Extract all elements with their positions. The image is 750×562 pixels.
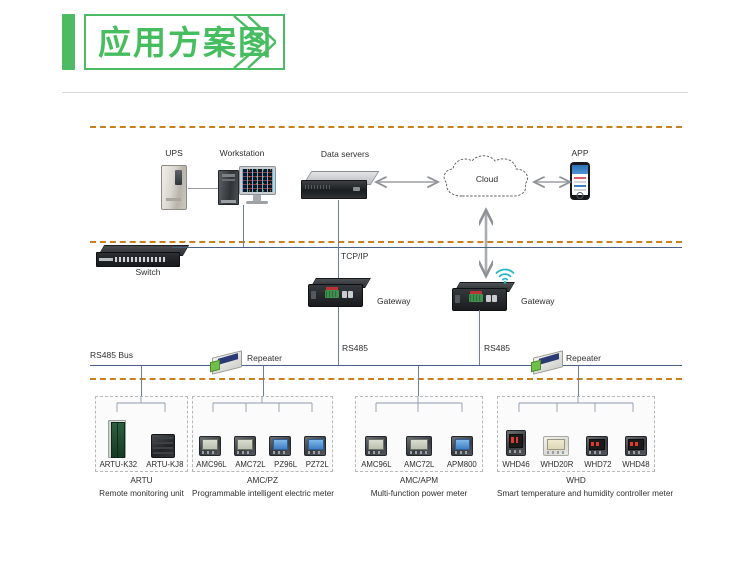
ups-workstation-link [188,188,218,189]
device-artu-kj8 [151,434,176,458]
group-drop-amcpz [263,366,264,396]
gateway-left-device [308,278,371,307]
title-text: 应用方案图 [98,22,273,62]
app-label: APP [571,148,589,158]
device-artu-k32 [107,420,126,458]
title-chevron-icon [233,15,276,69]
repeater-right-device [530,350,564,375]
device-label: ARTU-KJ8 [146,460,184,469]
layer-divider-mid [90,241,682,243]
amcapm-branch-lines [375,396,463,412]
device-label: ARTU-K32 [99,460,138,469]
device-apm800 [451,436,474,456]
rs485-bus-line [90,365,682,366]
tcpip-bus-line [172,247,682,248]
cloud-app-arrow [530,174,574,190]
cloud-shape: Cloud [443,155,528,197]
repeater-left-device [209,350,243,375]
device-group-amc-apm: AMC96L AMC72L APM800 AMC/APM Multi-funct… [355,396,483,506]
rs485-label-mid: RS485 [342,343,368,353]
ups-label: UPS [165,148,183,158]
device-group-whd: WHD46 WHD20R WHD72 WHD48 WHD Smart tempe… [497,396,674,506]
whd-branch-lines [518,396,634,412]
device-amc96l [198,436,221,456]
layer-divider-top [90,126,682,128]
ups-device [161,165,187,210]
device-label: AMC96L [196,460,227,469]
cloud-gateway-arrow [479,206,493,280]
page-title: 应用方案图 [62,14,285,70]
device-label: WHD46 [502,460,530,469]
gateway-right-rs485-drop [479,310,480,365]
device-label: WHD48 [622,460,650,469]
device-amc96l [364,436,387,456]
device-amc72l [233,436,256,456]
device-group-artu: ARTU-K32 ARTU-KJ8 ARTU Remote monitoring… [95,396,188,506]
group-desc-amc-pz: Programmable intelligent electric meter [192,489,334,498]
title-divider [62,92,688,93]
workstation-label: Workstation [219,148,265,158]
group-desc-amc-apm: Multi-function power meter [370,489,468,498]
smartphone-app-device [570,162,590,200]
gateway-right-device [452,282,515,311]
gateway-left-label: Gateway [377,296,411,306]
cloud-label: Cloud [476,174,498,184]
rs485-bus-label: RS485 Bus [90,350,133,360]
rs485-label-right: RS485 [484,343,510,353]
gateway-left-uplink [338,247,339,279]
repeater-right-label: Repeater [566,353,601,363]
repeater-left-label: Repeater [247,353,282,363]
group-name-amc-pz: AMC/PZ [247,476,278,485]
tcpip-label: TCP/IP [341,251,369,261]
device-label: AMC72L [235,460,266,469]
group-drop-amcapm [418,366,419,396]
group-name-whd: WHD [566,476,586,485]
server-bus-drop [338,200,339,247]
title-frame: 应用方案图 [84,14,285,70]
amcpz-branch-lines [212,396,313,412]
device-label: PZ96L [274,460,298,469]
device-amc72l [405,436,432,456]
workstation-bus-drop [243,205,244,247]
device-label: PZ72L [305,460,329,469]
artu-branch-lines [116,396,166,412]
group-name-artu: ARTU [130,476,153,485]
layer-divider-bottom [90,378,682,380]
network-switch-device [96,245,190,267]
device-label: WHD72 [584,460,612,469]
device-label: AMC72L [404,460,435,469]
gateway-left-rs485-drop [338,307,339,365]
device-pz96l [269,436,292,456]
server-cloud-arrow [372,174,442,190]
device-label: APM800 [446,460,477,469]
group-drop-whd [578,366,579,396]
data-server-device [301,171,380,199]
wifi-icon [495,268,515,284]
device-whd48 [624,436,647,456]
switch-label: Switch [135,267,161,277]
group-drop-artu [141,366,142,396]
device-group-amc-pz: AMC96L AMC72L PZ96L PZ72L AMC/PZ Program… [192,396,334,506]
device-pz72l [304,436,327,456]
device-whd20r [542,436,569,456]
data-servers-label: Data servers [320,149,370,159]
group-desc-whd: Smart temperature and humidity controlle… [497,489,674,498]
device-label: WHD20R [540,460,574,469]
title-accent-bar [62,14,75,70]
group-name-amc-apm: AMC/APM [399,476,439,485]
gateway-right-label: Gateway [521,296,555,306]
device-whd46 [505,430,526,456]
group-desc-artu: Remote monitoring unit [99,489,184,498]
device-whd72 [585,436,608,456]
workstation-device [218,166,276,208]
device-label: AMC96L [361,460,392,469]
